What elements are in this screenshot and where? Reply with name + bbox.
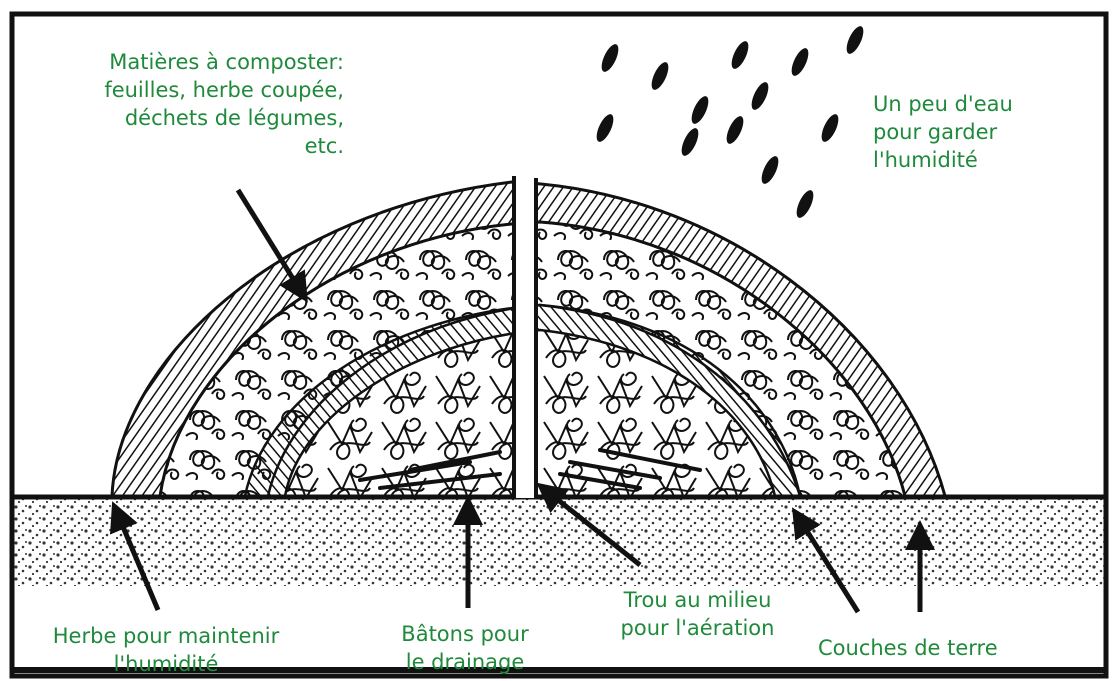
label-sticks-drainage: Bâtons pour le drainage (380, 620, 550, 676)
label-grass-humidity: Herbe pour maintenir l'humidité (16, 622, 316, 678)
label-line: déchets de légumes, (104, 104, 344, 132)
label-soil-layers: Couches de terre (818, 634, 998, 662)
label-line: feuilles, herbe coupée, (104, 76, 344, 104)
label-line: Matières à composter: (104, 48, 344, 76)
label-water: Un peu d'eau pour garder l'humidité (873, 90, 1013, 174)
soil-layer (14, 496, 1104, 586)
label-line: l'humidité (873, 146, 1013, 174)
label-line: etc. (104, 132, 344, 160)
label-compost-material: Matières à composter: feuilles, herbe co… (104, 48, 344, 160)
label-line: Trou au milieu (580, 586, 815, 614)
label-line: Bâtons pour (380, 620, 550, 648)
label-line: le drainage (380, 648, 550, 676)
label-center-hole: Trou au milieu pour l'aération (580, 586, 815, 642)
label-line: pour l'aération (580, 614, 815, 642)
label-line: Un peu d'eau (873, 90, 1013, 118)
label-line: l'humidité (16, 650, 316, 678)
aeration-hole (514, 176, 536, 498)
water-drops (593, 24, 867, 220)
label-line: pour garder (873, 118, 1013, 146)
label-line: Couches de terre (818, 634, 998, 662)
label-line: Herbe pour maintenir (16, 622, 316, 650)
